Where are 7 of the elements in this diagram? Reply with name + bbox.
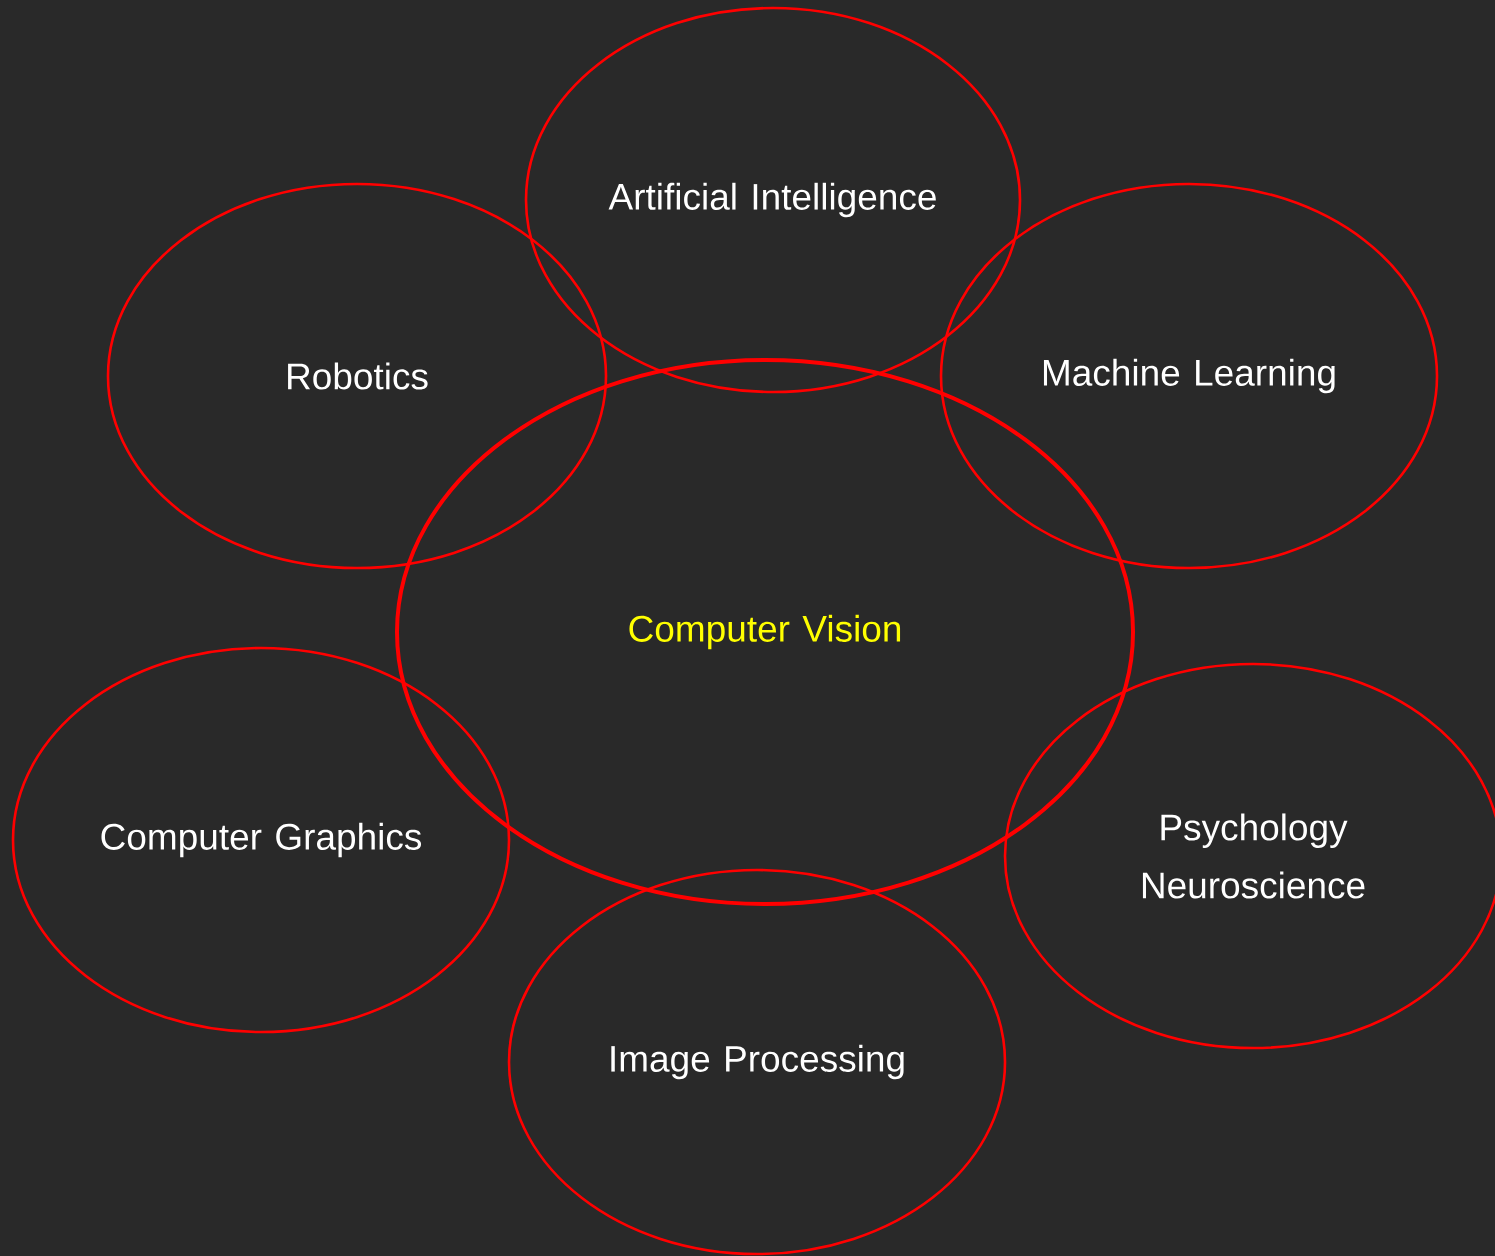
topic-label: Robotics — [288, 362, 428, 390]
topic-label: Machine Learning — [1043, 358, 1335, 394]
topic-label: Psychology Neuroscience — [1142, 813, 1365, 899]
topic-label: Image Processing — [611, 1044, 904, 1080]
topic-label: Computer Vision — [629, 614, 901, 650]
topic-label: Computer Graphics — [101, 822, 422, 858]
topic-label: Artificial Intelligence — [608, 182, 936, 218]
